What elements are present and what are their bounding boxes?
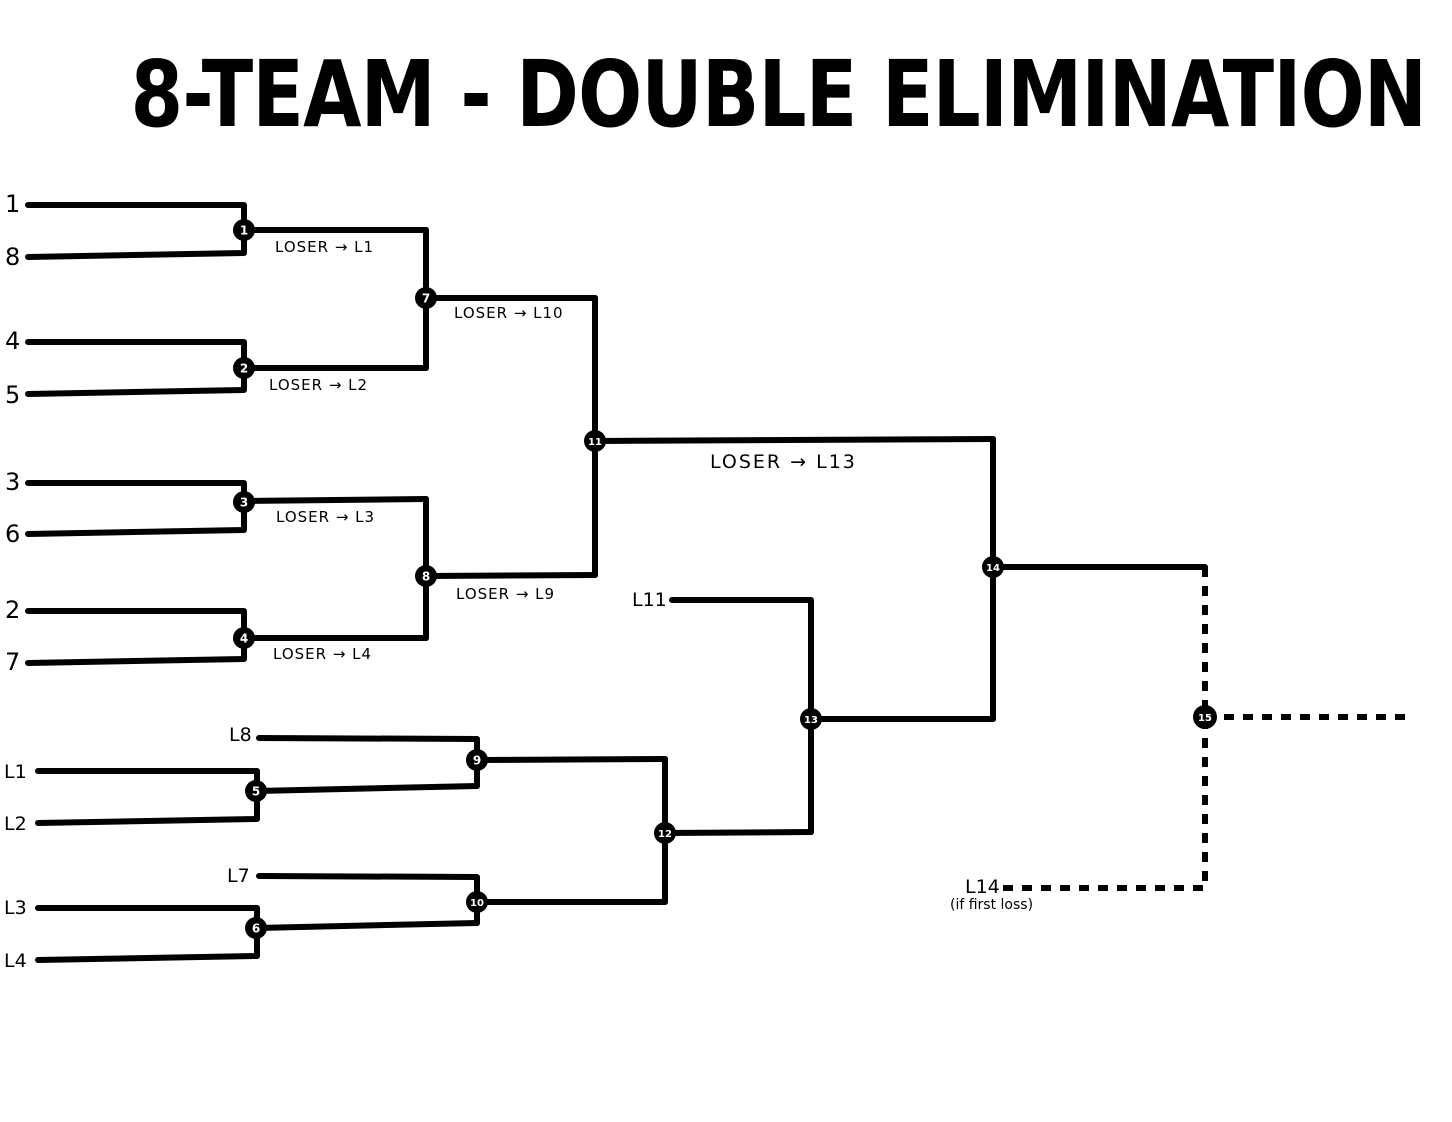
game-node-3-number: 3 <box>240 496 248 510</box>
loser-note-game-11: LOSER → L13 <box>710 451 857 473</box>
game-12-lines <box>662 756 814 905</box>
loser-note-game-2: LOSER → L2 <box>269 376 368 394</box>
game-node-11: 11 <box>584 430 606 452</box>
loser-note-game-1: LOSER → L1 <box>275 238 374 256</box>
game-node-5: 5 <box>245 780 267 802</box>
entry-l3-label: L3 <box>4 897 27 919</box>
game-8-lines <box>423 496 598 641</box>
game-13-lines <box>669 597 996 835</box>
game-node-6: 6 <box>245 917 267 939</box>
game-node-12: 12 <box>654 822 676 844</box>
game-node-9-number: 9 <box>473 754 481 768</box>
game-node-8: 8 <box>415 565 437 587</box>
page-title: 8-TEAM - DOUBLE ELIMINATION <box>130 41 1427 148</box>
game-node-1: 1 <box>233 219 255 241</box>
game-node-10-number: 10 <box>470 898 484 909</box>
entry-l14-label: L14 <box>965 876 1000 898</box>
game-node-4: 4 <box>233 627 255 649</box>
game-node-7: 7 <box>415 287 437 309</box>
game-node-13: 13 <box>800 708 822 730</box>
game-node-9: 9 <box>466 749 488 771</box>
game-node-15: 15 <box>1193 705 1217 729</box>
seed-3-label: 3 <box>5 468 20 496</box>
entry-l11-label: L11 <box>632 589 667 611</box>
entry-l2-label: L2 <box>4 813 27 835</box>
game-node-10: 10 <box>466 891 488 913</box>
game-node-6-number: 6 <box>252 922 260 936</box>
entry-l7-label: L7 <box>227 865 250 887</box>
game-7-lines <box>423 227 598 371</box>
loser-note-game-4: LOSER → L4 <box>273 645 372 663</box>
game-10-lines <box>256 873 668 926</box>
game-node-4-number: 4 <box>240 632 248 646</box>
game-node-1-number: 1 <box>240 224 248 238</box>
game-node-12-number: 12 <box>658 829 672 840</box>
game-node-14: 14 <box>982 556 1004 578</box>
game-node-5-number: 5 <box>252 785 260 799</box>
seed-8-label: 8 <box>5 243 20 271</box>
seed-1-label: 1 <box>5 190 20 218</box>
game-node-8-number: 8 <box>422 570 430 584</box>
game-node-3: 3 <box>233 491 255 513</box>
game-9-lines <box>256 735 668 789</box>
seed-5-label: 5 <box>5 381 20 409</box>
entry-l4-label: L4 <box>4 950 27 972</box>
game-15-lines <box>1000 567 1412 891</box>
game-node-13-number: 13 <box>804 715 818 726</box>
game-node-11-number: 11 <box>588 437 602 448</box>
game-node-2: 2 <box>233 357 255 379</box>
game-node-15-number: 15 <box>1198 713 1212 724</box>
game-14-lines <box>990 436 1208 722</box>
entry-l14-note: (if first loss) <box>950 897 1033 913</box>
seed-2-label: 2 <box>5 596 20 624</box>
game-node-2-number: 2 <box>240 362 248 376</box>
entry-l1-label: L1 <box>4 761 27 783</box>
seed-7-label: 7 <box>5 648 20 676</box>
loser-note-game-7: LOSER → L10 <box>454 304 564 322</box>
loser-note-game-8: LOSER → L9 <box>456 585 555 603</box>
game-node-7-number: 7 <box>422 292 430 306</box>
game-11-lines <box>592 295 996 578</box>
seed-6-label: 6 <box>5 520 20 548</box>
seed-4-label: 4 <box>5 327 20 355</box>
loser-note-game-3: LOSER → L3 <box>276 508 375 526</box>
game-node-14-number: 14 <box>986 563 1000 574</box>
entry-l8-label: L8 <box>229 724 252 746</box>
